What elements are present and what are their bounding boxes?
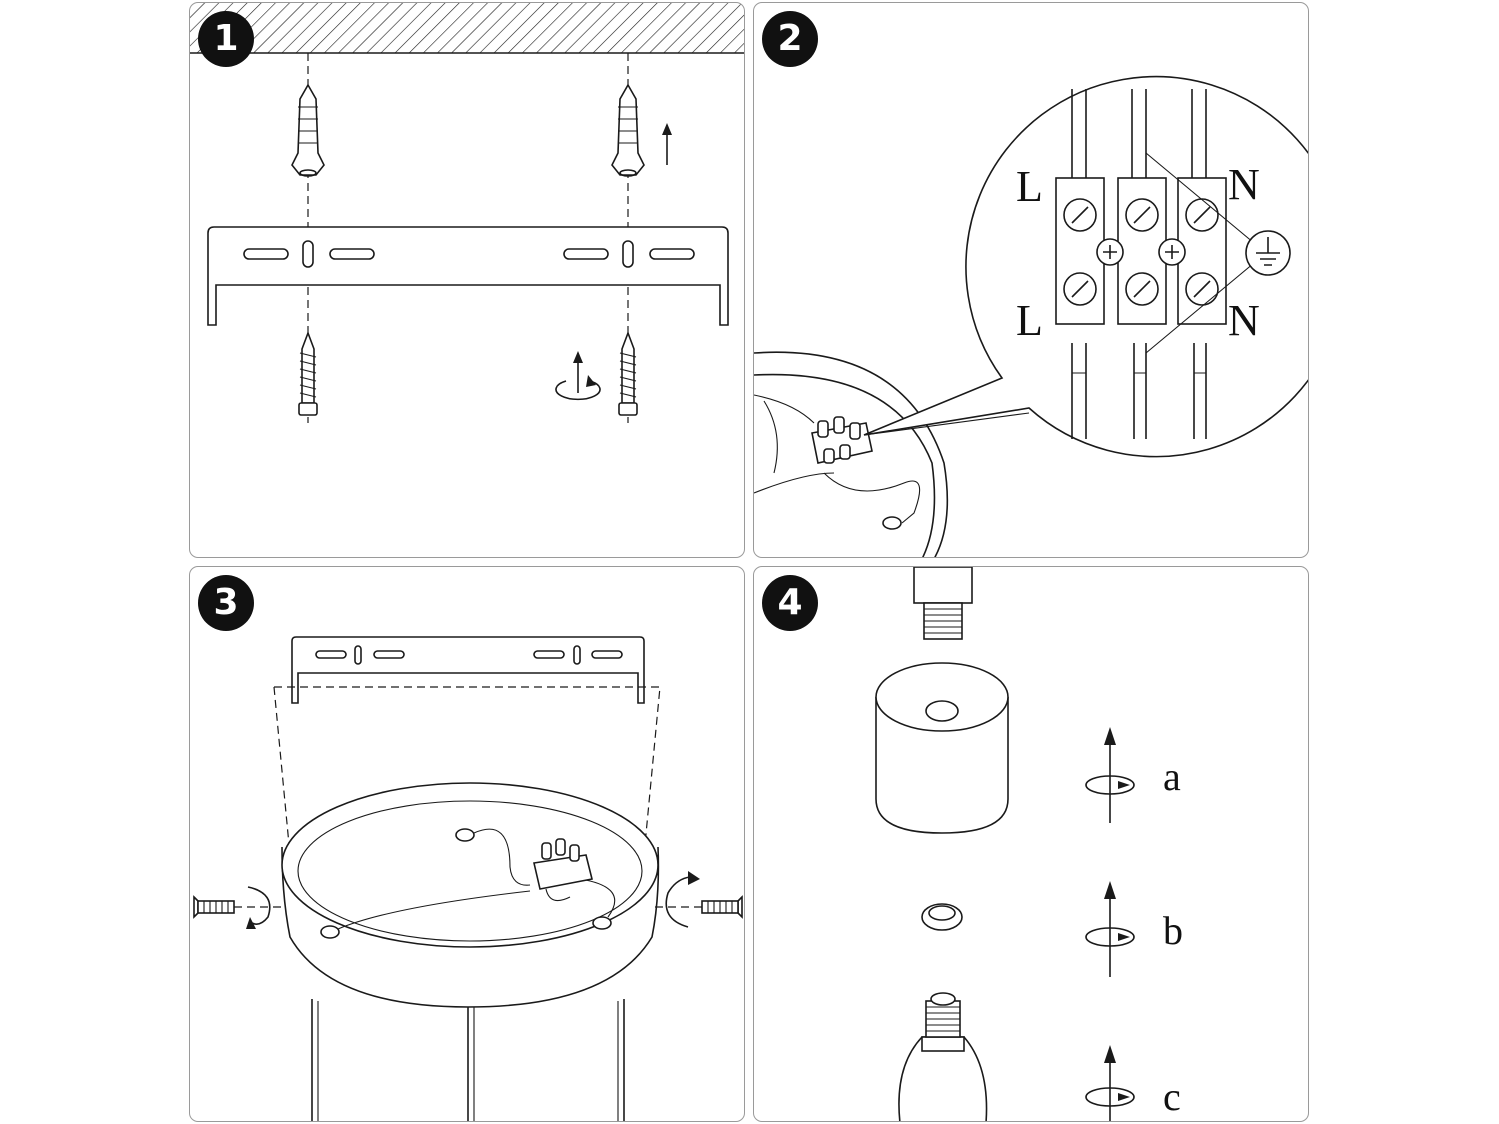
wires-in (1071, 89, 1207, 439)
substep-label-c: c (1163, 1074, 1181, 1119)
rotate-arrow-c-icon (1085, 1045, 1135, 1121)
terminal-block (533, 838, 593, 890)
wire-label-n-bottom: N (1228, 296, 1260, 345)
wire-label-n-top: N (1228, 160, 1260, 209)
socket-cover (875, 662, 1009, 834)
step-3-panel: 3 (189, 566, 745, 1122)
retaining-ring (921, 903, 963, 931)
step-2-panel: 2 (753, 2, 1309, 558)
substep-label-b: b (1163, 908, 1183, 953)
substep-label-a: a (1163, 754, 1181, 799)
step-4-badge: 4 (762, 575, 818, 631)
right-rotate-icon (665, 871, 700, 928)
mounting-bracket (207, 226, 729, 326)
lamp-canopy-partial (754, 351, 949, 557)
ground-icon (1245, 230, 1291, 276)
step-2-illustration (754, 75, 1308, 557)
lamp-socket (913, 567, 973, 640)
terminal-block-large (1055, 177, 1227, 325)
step-3-illustration (193, 636, 743, 1121)
rotate-arrow-icon (555, 351, 601, 401)
left-screw (193, 895, 286, 919)
right-screw (654, 895, 743, 919)
step-3-badge: 3 (198, 575, 254, 631)
wire-label-l-bottom: L (1016, 296, 1043, 345)
ceiling (190, 3, 744, 54)
lamp-canopy (281, 782, 660, 1121)
canopy-wiring (320, 828, 616, 939)
left-screw (298, 330, 318, 416)
step-1-panel: 1 (189, 2, 745, 558)
ground-wire-top (1145, 152, 1255, 244)
right-wall-plug (611, 83, 645, 177)
left-rotate-icon (246, 886, 271, 929)
right-screw (618, 330, 638, 416)
step-2-badge: 2 (762, 11, 818, 67)
step-1-illustration (190, 3, 744, 423)
light-bulb (898, 992, 988, 1121)
step-4-illustration (875, 567, 1135, 1121)
rotate-arrow-a-icon (1085, 727, 1135, 823)
ground-wire-bottom (1145, 262, 1255, 354)
left-wall-plug (291, 83, 325, 177)
step-1-badge: 1 (198, 11, 254, 67)
rotate-arrow-b-icon (1085, 881, 1135, 977)
terminal-block-small (811, 416, 873, 464)
up-arrow-icon (662, 123, 672, 165)
step-4-panel: 4 (753, 566, 1309, 1122)
mounting-bracket (291, 636, 645, 704)
wire-label-l-top: L (1016, 162, 1043, 211)
